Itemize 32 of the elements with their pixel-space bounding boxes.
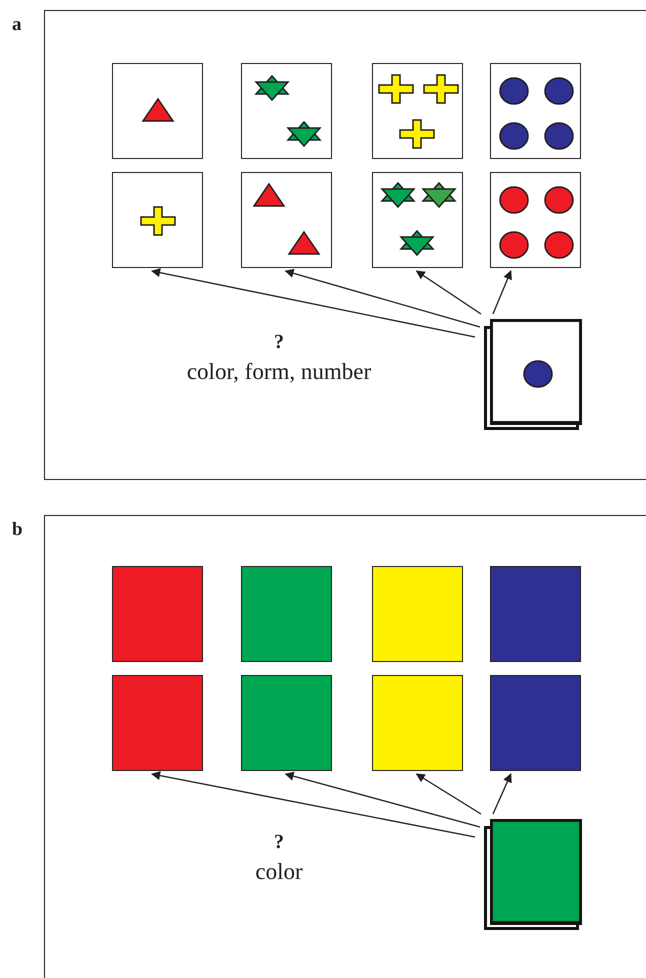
- arrow: [492, 270, 512, 314]
- arrow: [284, 772, 480, 828]
- panel-letter: b: [12, 520, 23, 539]
- card: [112, 63, 203, 159]
- card: [241, 172, 332, 268]
- panel-letter: a: [12, 15, 22, 34]
- card: [241, 566, 332, 662]
- criteria-text: color: [255, 858, 303, 886]
- card: [112, 566, 203, 662]
- arrow: [416, 773, 482, 815]
- card: [490, 675, 581, 771]
- card: [490, 63, 581, 159]
- card: [112, 172, 203, 268]
- card: [490, 172, 581, 268]
- card-stack: [482, 316, 583, 431]
- arrow: [284, 268, 480, 328]
- card: [490, 566, 581, 662]
- card: [241, 63, 332, 159]
- card: [372, 675, 463, 771]
- card: [241, 675, 332, 771]
- arrow: [151, 268, 476, 338]
- criteria-text: color, form, number: [186, 358, 372, 386]
- arrow: [492, 773, 512, 814]
- card: [112, 675, 203, 771]
- card-stack: [482, 816, 583, 931]
- arrow: [416, 270, 482, 315]
- question-mark: ?: [274, 830, 284, 855]
- question-mark: ?: [274, 330, 284, 355]
- card: [372, 172, 463, 268]
- card: [372, 63, 463, 159]
- card: [372, 566, 463, 662]
- arrow: [151, 771, 476, 838]
